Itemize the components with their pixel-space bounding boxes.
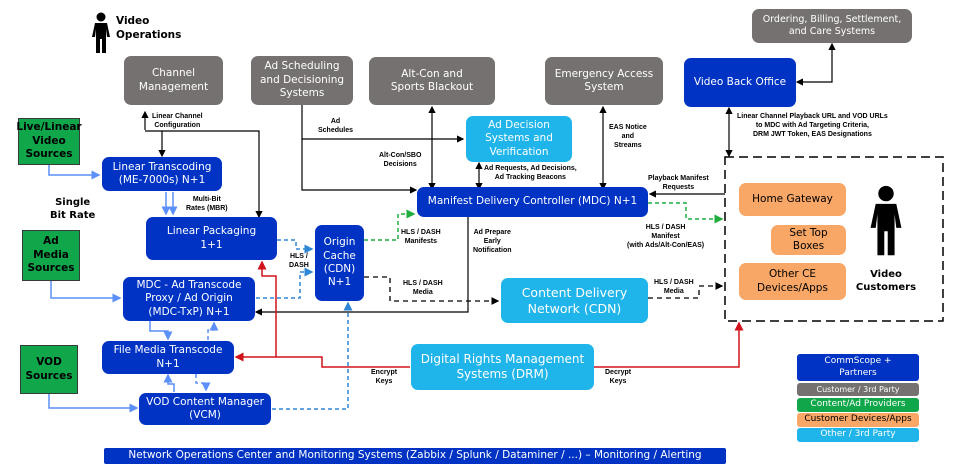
wire-drm-decrypt — [594, 321, 744, 368]
label-decrypt-keys: Decrypt Keys — [605, 369, 632, 385]
wire-vod-vcm — [48, 394, 139, 413]
mdc-ad-transcode-proxy[interactable]: MDC - Ad Transcode Proxy / Ad Origin (MD… — [123, 277, 255, 321]
home-gateway[interactable]: Home Gateway — [739, 183, 846, 216]
legend-commscope-label: CommScope + Partners — [824, 356, 892, 378]
wire-cdn-customers — [648, 282, 724, 299]
wire-origin-mdc — [364, 209, 416, 241]
wire-fmt-vcm — [195, 374, 211, 392]
wire-live-transcode — [48, 165, 101, 180]
label-playback-manifest: Playback Manifest Requests — [648, 175, 709, 191]
label-multi-bit: Multi-Bit Rates (MBR) — [186, 196, 228, 212]
content-delivery-network[interactable]: Content Delivery Network (CDN) — [501, 278, 648, 323]
legend-customer-devices: Customer Devices/Apps — [797, 413, 919, 427]
video-customers-label: Video Customers — [855, 269, 917, 293]
video-back-office[interactable]: Video Back Office — [684, 58, 796, 107]
digital-rights-management[interactable]: Digital Rights Management Systems (DRM) — [411, 344, 594, 390]
legend-other-3rd-party: Other / 3rd Party — [797, 428, 919, 442]
legend-customer-devices-label: Customer Devices/Apps — [804, 414, 912, 425]
wire-vcm-origin — [272, 301, 353, 410]
wire-manifest-customers — [648, 202, 724, 224]
manifest-delivery-controller[interactable]: Manifest Delivery Controller (MDC) N+1 — [417, 187, 648, 217]
wire-fmt-txp — [207, 321, 219, 340]
video-operations-label: Video Operations — [116, 15, 182, 41]
wire-ad-txp — [50, 281, 122, 303]
label-ad-prepare: Ad Prepare Early Notification — [473, 229, 512, 254]
label-linear-channel-config: Linear Channel Configuration — [152, 113, 203, 129]
wire-txp-fmt — [149, 321, 173, 341]
label-ad-requests: Ad Requests, Ad Decisions, Ad Tracking B… — [484, 165, 577, 181]
wire-ad-prepare — [254, 216, 469, 316]
origin-cache-cdn[interactable]: Origin Cache (CDN) N+1 — [315, 225, 364, 301]
legend-commscope: CommScope + Partners — [797, 354, 919, 381]
channel-management[interactable]: Channel Management — [124, 56, 223, 105]
video-customers-container — [724, 156, 944, 322]
label-vbo-urls: Linear Channel Playback URL and VOD URLs… — [737, 113, 888, 138]
legend-other-3rd-party-label: Other / 3rd Party — [820, 429, 896, 440]
wire-vbo-ordering — [795, 42, 836, 86]
set-top-boxes[interactable]: Set Top Boxes — [771, 225, 846, 255]
vod-sources[interactable]: VOD Sources — [20, 345, 78, 394]
label-ad-schedules: Ad Schedules — [318, 118, 354, 134]
file-media-transcode[interactable]: File Media Transcode N+1 — [102, 341, 234, 374]
video-customers-person-icon — [866, 185, 906, 261]
label-hls-dash-manifest-ads: HLS / DASH Manifest (with Ads/Alt-Con/EA… — [627, 224, 705, 249]
legend-content-providers: Content/Ad Providers — [797, 398, 919, 412]
wire-packaging-origin — [277, 239, 314, 254]
label-hls-dash-media-2: HLS / DASH Media — [654, 279, 694, 295]
noc-monitoring-bar[interactable]: Network Operations Center and Monitoring… — [104, 448, 726, 464]
linear-packaging[interactable]: Linear Packaging 1+1 — [146, 217, 277, 260]
label-hls-dash-media-1: HLS / DASH Media — [403, 280, 443, 296]
wire-ad-sched-mdc — [301, 139, 418, 194]
label-encrypt-keys: Encrypt Keys — [371, 369, 398, 385]
vod-content-manager[interactable]: VOD Content Manager (VCM) — [139, 393, 271, 425]
live-linear-video-sources[interactable]: Live/Linear Video Sources — [16, 118, 82, 165]
linear-transcoding[interactable]: Linear Transcoding (ME-7000s) N+1 — [102, 157, 222, 191]
legend-customer-3rd-party: Customer / 3rd Party — [797, 383, 919, 396]
label-eas-notice: EAS Notice and Streams — [609, 124, 647, 149]
wire-drm-packaging — [257, 260, 277, 357]
legend-customer-3rd-party-label: Customer / 3rd Party — [816, 384, 900, 394]
label-single-bit-rate: Single Bit Rate — [50, 197, 96, 221]
legend-content-providers-label: Content/Ad Providers — [810, 399, 906, 410]
ad-scheduling-systems[interactable]: Ad Scheduling and Decisioning Systems — [251, 56, 353, 105]
label-hls-dash-manifests: HLS / DASH Manifests — [401, 229, 441, 245]
other-ce-devices[interactable]: Other CE Devices/Apps — [739, 263, 846, 300]
wire-channel-config — [145, 130, 263, 219]
alt-con-sports-blackout[interactable]: Alt-Con and Sports Blackout — [369, 57, 495, 105]
ad-media-sources[interactable]: Ad Media Sources — [22, 230, 80, 281]
emergency-access-system[interactable]: Emergency Access System — [545, 57, 663, 105]
label-hls-dash: HLS / DASH — [289, 253, 309, 269]
video-operations-person-icon — [91, 12, 111, 58]
wire-drm-encrypt — [234, 352, 410, 368]
wire-origin-cdn — [364, 276, 500, 305]
label-altcon-sbo: Alt-Con/SBO Decisions — [379, 152, 422, 168]
wire-txp-origin — [256, 267, 314, 299]
ordering-billing-systems[interactable]: Ordering, Billing, Settlement, and Care … — [752, 9, 912, 43]
wire-vcm-fmt — [163, 373, 175, 392]
ad-decision-systems[interactable]: Ad Decision Systems and Verification — [466, 116, 572, 162]
